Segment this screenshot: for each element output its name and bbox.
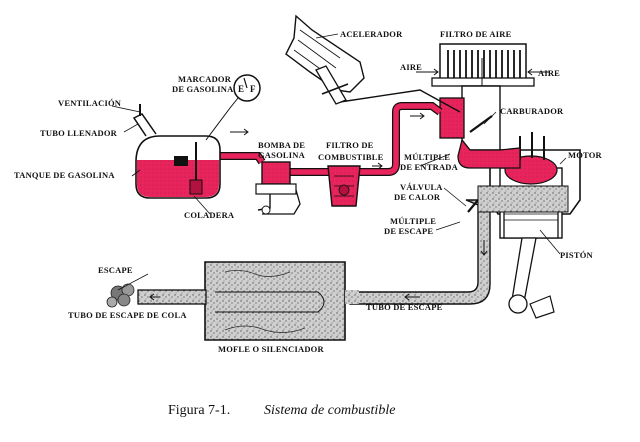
carburetor-assembly [339,43,550,169]
label-mofle: MOFLE O SILENCIADOR [218,344,324,354]
label-ventilacion: VENTILACIÓN [58,98,122,108]
accelerator-pedal [285,14,365,105]
label-tubo-llenador: TUBO LLENADOR [40,128,118,138]
label-escape: ESCAPE [98,265,133,275]
exhaust-smoke-icon [106,283,135,308]
label-tanque: TANQUE DE GASOLINA [14,170,115,180]
label-multiple-entrada-2: DE ENTRADA [400,162,459,172]
exhaust-system [106,199,491,341]
label-acelerador: ACELERADOR [340,29,403,39]
heat-valve [467,199,479,213]
carburetor [461,85,501,151]
fuel-tank [132,97,239,199]
label-multiple-entrada-1: MÚLTIPLE [404,152,450,162]
label-bomba-2: GASOLINA [258,150,306,160]
label-multiple-escape-2: DE ESCAPE [384,226,433,236]
caption-title: Sistema de combustible [264,403,395,418]
label-multiple-escape-1: MÚLTIPLE [390,216,436,226]
label-valvula-2: DE CALOR [394,192,441,202]
label-aire-right: AIRE [538,68,560,78]
part-labels: ACELERADOR FILTRO DE AIRE AIRE AIRE MARC… [14,29,603,354]
label-marcador-2: DE GASOLINA [172,84,234,94]
intake-manifold [457,138,521,169]
caption-number: Figura 7-1. [168,403,230,418]
label-motor: MOTOR [568,150,603,160]
gauge-full-label: F [250,84,256,94]
label-piston: PISTÓN [560,250,594,260]
filler-tube [132,113,157,137]
label-filtro-aire: FILTRO DE AIRE [440,29,512,39]
label-marcador-1: MARCADOR [178,74,232,84]
leader-lines [111,33,567,291]
label-tubo-escape-cola: TUBO DE ESCAPE DE COLA [68,310,187,320]
label-bomba-1: BOMBA DE [258,140,305,150]
connecting-rod [511,237,537,303]
tail-pipe [137,289,207,305]
label-filtro-comb-2: COMBUSTIBLE [318,152,384,162]
air-filter [416,43,550,101]
fuel-filter [327,165,361,207]
label-carburador: CARBURADOR [500,106,564,116]
label-tubo-escape: TUBO DE ESCAPE [366,302,443,312]
label-valvula-1: VÁLVULA [400,182,443,192]
fuel-gauge: E F [233,74,261,102]
label-coladera: COLADERA [184,210,235,220]
gauge-empty-label: E [238,84,244,94]
label-filtro-comb-1: FILTRO DE [326,140,374,150]
muffler [204,261,346,341]
figure-caption: Figura 7-1. Sistema de combustible [168,403,395,418]
label-aire-left: AIRE [400,62,422,72]
fuel-pump [255,161,301,215]
